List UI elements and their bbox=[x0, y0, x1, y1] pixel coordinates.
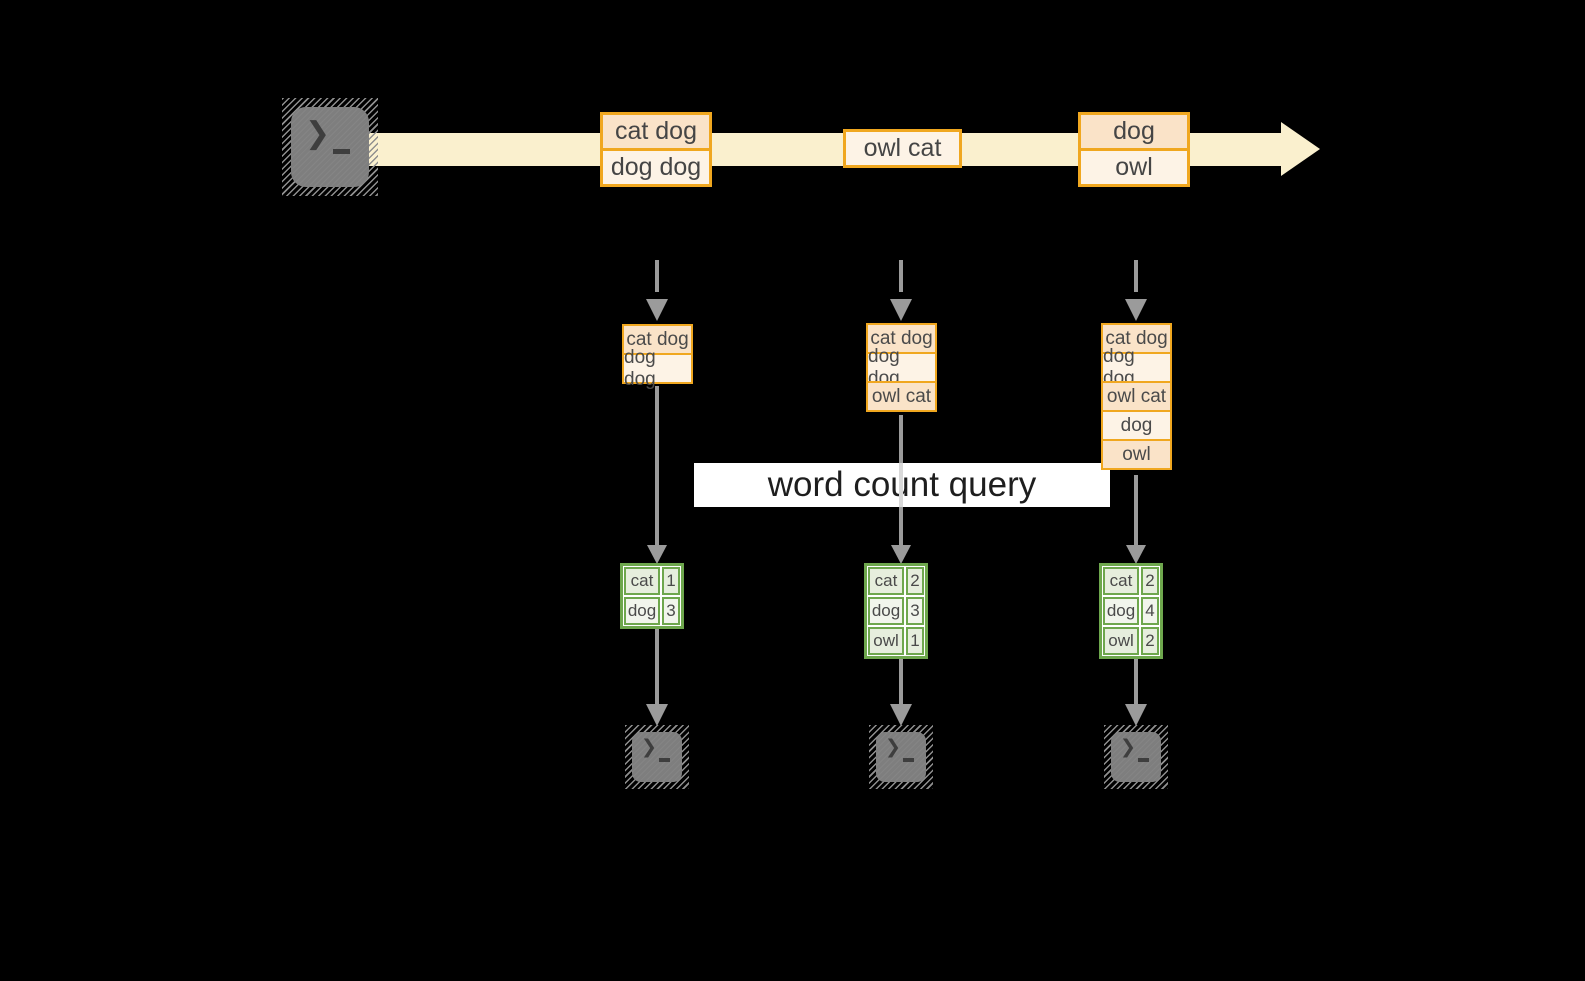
feed-arrow-line-2 bbox=[899, 260, 903, 292]
prompt-underscore-icon bbox=[903, 758, 914, 762]
input-stack-2: cat dog dog dog owl cat bbox=[866, 323, 937, 412]
count-cell: 2 bbox=[906, 567, 924, 595]
source-terminal-icon: ❯ bbox=[282, 98, 378, 196]
word-cell: cat bbox=[1103, 567, 1139, 595]
feed-arrowhead-3-icon bbox=[1125, 299, 1147, 321]
input-cell: owl cat bbox=[1101, 381, 1172, 412]
input-cell: owl cat bbox=[866, 381, 937, 412]
prompt-underscore-icon bbox=[659, 758, 670, 762]
prompt-underscore-icon bbox=[1138, 758, 1149, 762]
timeline-batch-1-line-2: dog dog bbox=[603, 148, 709, 184]
count-cell: 2 bbox=[1141, 627, 1159, 655]
output-arrowhead-1-icon bbox=[646, 704, 668, 726]
prompt-chevron-icon: ❯ bbox=[885, 737, 901, 758]
input-cell: cat dog bbox=[866, 323, 937, 354]
result-table-2: cat 2 dog 3 owl 1 bbox=[864, 563, 928, 659]
input-cell: dog dog bbox=[1101, 346, 1172, 389]
terminal-screen: ❯ bbox=[1111, 732, 1161, 782]
feed-arrow-line-1 bbox=[655, 260, 659, 292]
count-cell: 3 bbox=[662, 597, 680, 625]
count-cell: 2 bbox=[1141, 567, 1159, 595]
input-cell: dog dog bbox=[866, 346, 937, 389]
terminal-screen: ❯ bbox=[291, 107, 369, 187]
prompt-chevron-icon: ❯ bbox=[305, 117, 331, 150]
output-line-3 bbox=[1134, 657, 1138, 706]
prompt-chevron-icon: ❯ bbox=[1120, 737, 1136, 758]
input-cell: dog bbox=[1101, 410, 1172, 441]
query-line-2-overlay bbox=[899, 463, 903, 507]
input-cell: cat dog bbox=[1101, 323, 1172, 354]
output-terminal-2-icon: ❯ bbox=[869, 725, 933, 789]
output-arrowhead-2-icon bbox=[890, 704, 912, 726]
timeline-batch-3-line-1: dog bbox=[1081, 115, 1187, 148]
timeline-batch-3: dog owl bbox=[1078, 112, 1190, 187]
timeline-batch-1-line-1: cat dog bbox=[603, 115, 709, 148]
input-stack-3: cat dog dog dog owl cat dog owl bbox=[1101, 323, 1172, 470]
input-cell: owl bbox=[1101, 439, 1172, 470]
feed-arrowhead-2-icon bbox=[890, 299, 912, 321]
word-cell: cat bbox=[868, 567, 904, 595]
prompt-chevron-icon: ❯ bbox=[641, 737, 657, 758]
word-cell: owl bbox=[1103, 627, 1139, 655]
input-cell: dog dog bbox=[622, 347, 693, 390]
input-stack-1: cat dog dog dog bbox=[622, 324, 693, 390]
timeline-arrowhead-icon bbox=[1281, 122, 1320, 176]
word-cell: dog bbox=[868, 597, 904, 625]
output-terminal-3-icon: ❯ bbox=[1104, 725, 1168, 789]
timeline-batch-2: owl cat bbox=[843, 129, 962, 168]
result-table-3: cat 2 dog 4 owl 2 bbox=[1099, 563, 1163, 659]
count-cell: 1 bbox=[906, 627, 924, 655]
feed-arrow-line-3 bbox=[1134, 260, 1138, 292]
count-cell: 4 bbox=[1141, 597, 1159, 625]
terminal-screen: ❯ bbox=[632, 732, 682, 782]
word-cell: owl bbox=[868, 627, 904, 655]
output-line-1 bbox=[655, 627, 659, 706]
word-cell: cat bbox=[624, 567, 660, 595]
query-arrowhead-2-icon bbox=[891, 545, 911, 564]
query-arrowhead-3-icon bbox=[1126, 545, 1146, 564]
timeline-batch-1: cat dog dog dog bbox=[600, 112, 712, 187]
query-line-3 bbox=[1134, 475, 1138, 545]
query-line-1 bbox=[655, 386, 659, 545]
output-line-2 bbox=[899, 657, 903, 706]
result-table-1: cat 1 dog 3 bbox=[620, 563, 684, 629]
feed-arrowhead-1-icon bbox=[646, 299, 668, 321]
output-arrowhead-3-icon bbox=[1125, 704, 1147, 726]
query-arrowhead-1-icon bbox=[647, 545, 667, 564]
terminal-screen: ❯ bbox=[876, 732, 926, 782]
word-cell: dog bbox=[624, 597, 660, 625]
word-cell: dog bbox=[1103, 597, 1139, 625]
timeline-batch-3-line-2: owl bbox=[1081, 148, 1187, 184]
output-terminal-1-icon: ❯ bbox=[625, 725, 689, 789]
prompt-underscore-icon bbox=[333, 149, 350, 154]
count-cell: 1 bbox=[662, 567, 680, 595]
count-cell: 3 bbox=[906, 597, 924, 625]
timeline-batch-2-line-1: owl cat bbox=[846, 132, 959, 165]
